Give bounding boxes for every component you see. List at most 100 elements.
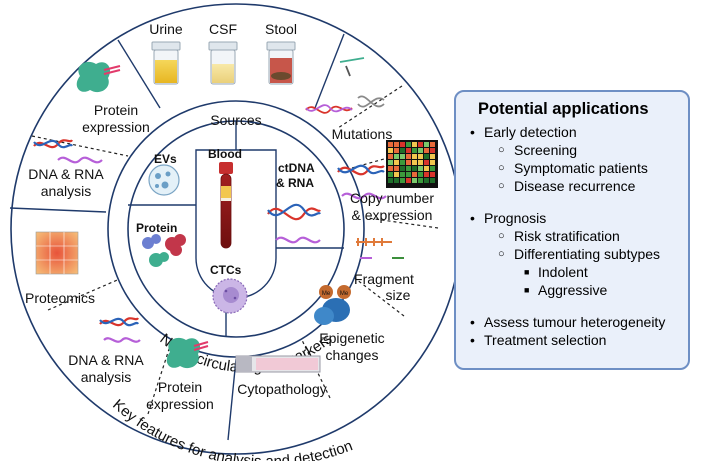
heatmap-cell: [418, 178, 423, 183]
protein-expression-bottom-icon: [166, 337, 209, 369]
heatmap-cell: [406, 160, 411, 165]
heatmap-cell: [412, 148, 417, 153]
potential-applications-panel: Potential applications Early detection S…: [454, 90, 690, 370]
heatmap-cell: [394, 166, 399, 171]
evs-label: EVs: [154, 152, 177, 166]
app-heterogeneity: Assess tumour heterogeneity: [466, 313, 682, 331]
protein-icon: [142, 234, 186, 267]
dna-rna-left-line2: analysis: [41, 183, 92, 199]
heatmap-cell: [406, 148, 411, 153]
heatmap-cell: [388, 178, 393, 183]
cytopathology-slide-icon: [235, 355, 321, 373]
heatmap-cell: [412, 160, 417, 165]
ctdna-helix-icon: [267, 203, 321, 244]
app-indolent: Indolent: [466, 263, 682, 281]
ctcs-label: CTCs: [210, 263, 242, 277]
protein-expression-bottom-line1: Protein: [158, 379, 202, 395]
dna-rna-bottom-line2: analysis: [81, 369, 132, 385]
protein-expression-left-line2: expression: [82, 119, 150, 135]
fragment-size-label-line1: Fragment: [354, 271, 414, 287]
heatmap-cell: [430, 172, 435, 177]
app-screening: Screening: [466, 141, 682, 159]
circulating-tumour-cell-icon: [212, 278, 248, 314]
ctdna-label-line1: ctDNA: [278, 161, 315, 175]
heatmap-cell: [400, 148, 405, 153]
heatmap-cell: [430, 148, 435, 153]
blood-tube-icon: [219, 162, 233, 249]
heatmap-cell: [394, 154, 399, 159]
heatmap-cell: [418, 142, 423, 147]
ctdna-label-line2: & RNA: [276, 176, 314, 190]
app-symptomatic: Symptomatic patients: [466, 159, 682, 177]
copy-number-dna-icon: [337, 164, 387, 200]
protein-expression-bottom-line2: expression: [146, 396, 214, 412]
list-spacer: [466, 195, 682, 209]
sector-divider: [117, 39, 161, 109]
heatmap-cell: [430, 166, 435, 171]
heatmap-cell: [418, 166, 423, 171]
heatmap-cell: [388, 154, 393, 159]
heatmap-cell: [430, 178, 435, 183]
heatmap-cell: [424, 160, 429, 165]
heatmap-cell: [394, 160, 399, 165]
heatmap-cell: [424, 148, 429, 153]
heatmap-cell: [424, 178, 429, 183]
protein-inner-label: Protein: [136, 221, 177, 235]
fragment-size-icon: [356, 238, 404, 259]
protein-expression-left-line1: Protein: [94, 102, 138, 118]
mutations-icon: [305, 57, 385, 114]
heatmap-cell: [388, 166, 393, 171]
heatmap-cell: [400, 178, 405, 183]
app-risk: Risk stratification: [466, 227, 682, 245]
heatmap-cell: [412, 142, 417, 147]
applications-title: Potential applications: [478, 100, 649, 118]
app-prognosis: Prognosis: [466, 209, 682, 227]
applications-list: Early detection Screening Symptomatic pa…: [466, 123, 682, 349]
heatmap-cell: [394, 148, 399, 153]
app-subtypes: Differentiating subtypes: [466, 245, 682, 263]
mutations-label: Mutations: [332, 126, 393, 142]
stool-container-icon: [266, 41, 296, 85]
app-aggressive: Aggressive: [466, 281, 682, 299]
copy-number-label-line2: & expression: [352, 207, 433, 223]
blood-label: Blood: [208, 147, 242, 161]
app-treatment: Treatment selection: [466, 331, 682, 349]
heatmap-cell: [418, 154, 423, 159]
heatmap-cell: [388, 148, 393, 153]
epigenetic-label-line1: Epigenetic: [319, 330, 384, 346]
dna-rna-left-line1: DNA & RNA: [28, 166, 104, 182]
source-csf-label: CSF: [209, 21, 237, 37]
sources-title: Sources: [210, 112, 261, 128]
heatmap-cell: [424, 172, 429, 177]
heatmap-cell: [412, 166, 417, 171]
heatmap-cell: [406, 172, 411, 177]
epigenetic-label-line2: changes: [326, 347, 379, 363]
methyl-badge-1: Me: [322, 291, 331, 297]
extracellular-vesicles-icon: [148, 164, 180, 196]
source-urine-label: Urine: [149, 21, 183, 37]
sector-divider: [314, 33, 345, 109]
heatmap-cell: [424, 154, 429, 159]
fragment-size-label-line2: size: [386, 287, 411, 303]
heatmap-cell: [412, 154, 417, 159]
heatmap-cell: [412, 178, 417, 183]
heatmap-cell: [418, 172, 423, 177]
heatmap-cell: [430, 142, 435, 147]
source-stool-label: Stool: [265, 21, 297, 37]
app-recurrence: Disease recurrence: [466, 177, 682, 195]
heatmap-cell: [406, 142, 411, 147]
heatmap-cell: [400, 160, 405, 165]
protein-expression-left-icon: [76, 61, 121, 93]
heatmap-cell: [430, 160, 435, 165]
heatmap-cell: [406, 154, 411, 159]
urine-container-icon: [151, 41, 181, 85]
heatmap-cell: [424, 166, 429, 171]
heatmap-cell: [418, 160, 423, 165]
copy-number-label-line1: Copy number: [350, 190, 434, 206]
heatmap-cell: [394, 172, 399, 177]
heatmap-cell: [430, 154, 435, 159]
sector-divider: [227, 358, 237, 441]
csf-container-icon: [208, 41, 238, 85]
heatmap-cell: [394, 178, 399, 183]
